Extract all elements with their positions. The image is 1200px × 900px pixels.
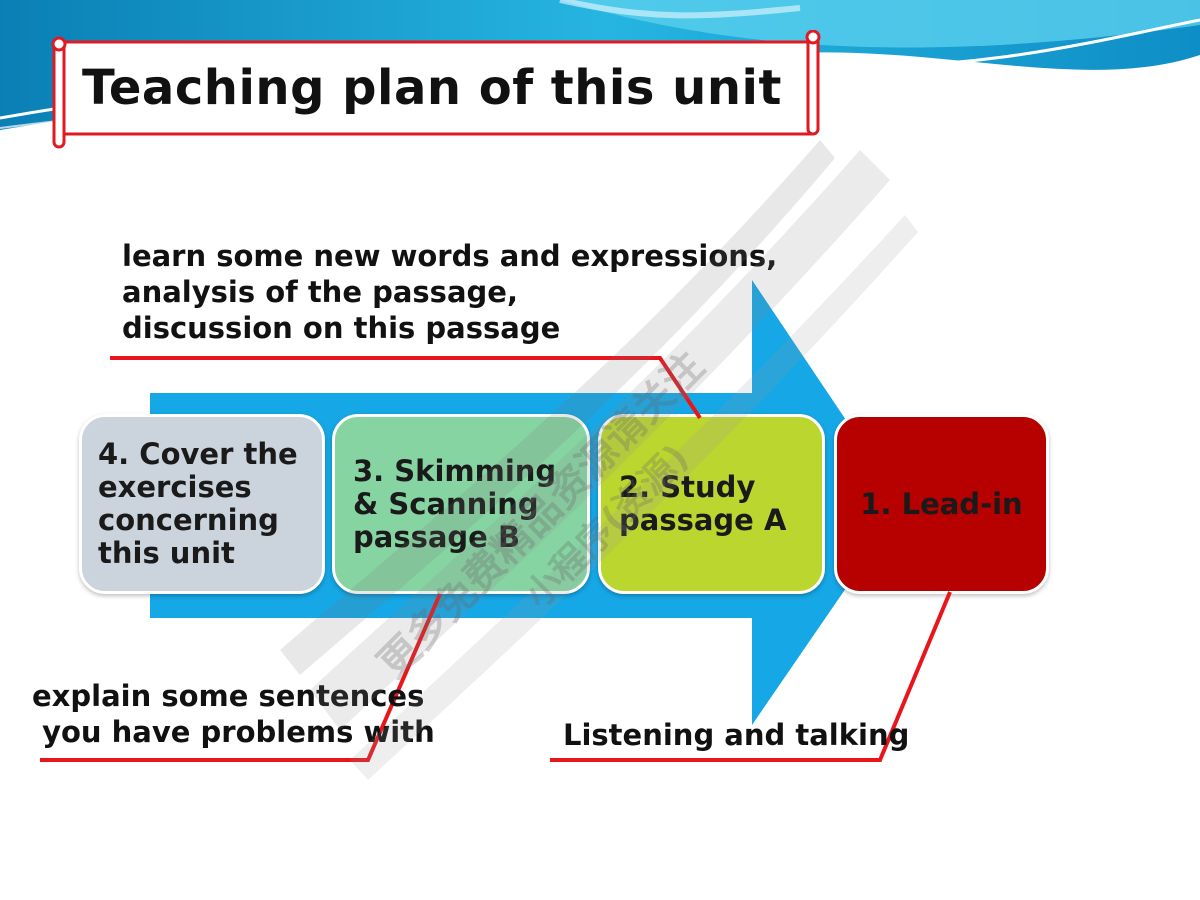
step-2-label: 2. Study passage A — [619, 470, 787, 537]
step-4-label: 4. Cover the exercises concerning this u… — [98, 437, 298, 570]
lead-in-note: Listening and talking — [563, 718, 910, 752]
step-2-box: 2. Study passage A — [598, 414, 825, 594]
step-1-box: 1. Lead-in — [834, 414, 1049, 594]
step-3-label: 3. Skimming & Scanning passage B — [353, 453, 557, 554]
step-3-box: 3. Skimming & Scanning passage B — [332, 414, 590, 594]
study-passage-note: learn some new words and expressions, an… — [122, 239, 778, 345]
skimming-note: explain some sentences you have problems… — [32, 679, 435, 749]
step-1-label: 1. Lead-in — [860, 486, 1023, 521]
page-title: Teaching plan of this unit — [82, 60, 782, 116]
title-scroll-banner — [51, 30, 821, 149]
step-4-box: 4. Cover the exercises concerning this u… — [79, 414, 325, 594]
